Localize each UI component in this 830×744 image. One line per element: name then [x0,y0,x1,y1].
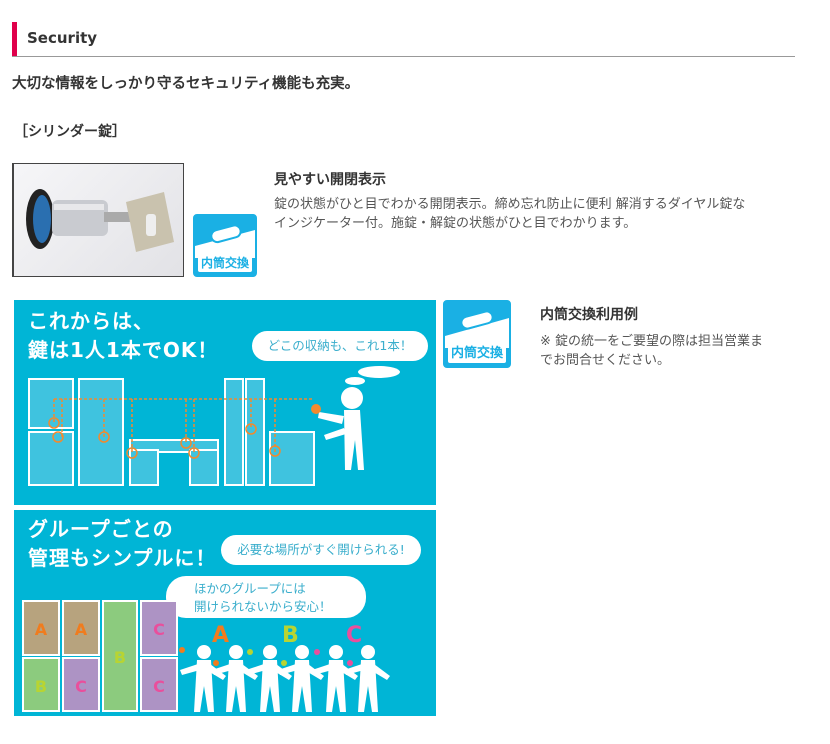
illustration-one-key: これからは、 鍵は1人1本でOK！ どこの収納も、これ1本！ [14,300,436,505]
speech-bubble: 必要な場所がすぐ開けられる! [221,535,421,565]
section-accent-bar [12,22,17,56]
speech-bubble: どこの収納も、これ1本！ [252,331,428,361]
title-line: これからは、 [28,309,154,333]
speech-bubble: ほかのグループには 開けられないから安心！ [166,576,366,618]
section-title: Security [27,29,98,47]
bubble-line: 開けられないから安心！ [194,599,332,614]
cabinet-group-a: A [22,600,60,656]
illustration1-title: これからは、 鍵は1人1本でOK！ [28,307,218,365]
cabinet-group-c: C [140,657,178,712]
office-furniture-scene [28,366,400,486]
cabinet-group-c: C [140,600,178,656]
cylinder-icon [445,302,509,348]
feature1-line: 錠の状態がひと目でわかる開閉表示。締め忘れ防止に便利 解消するダイヤル錠な [274,197,746,212]
cylinder-lock-photo [12,163,184,277]
title-line: グループごとの [28,517,174,541]
cabinet-group-b: B [102,600,138,712]
group-label-a: A [212,623,230,648]
cabinet-group-c: C [62,657,100,712]
badge-label: 内筒交換 [448,344,506,363]
title-line: 鍵は1人1本でOK！ [28,338,219,362]
cylinder-icon [195,216,255,258]
feature2-title: 内筒交換利用例 [540,307,638,323]
feature2-description: ※ 錠の統一をご要望の際は担当営業ま でお問合せください。 [540,332,800,370]
feature1-line: インジケーター付。施錠・解錠の状態がひと目でわかります。 [274,216,637,231]
person-figure [318,387,364,470]
feature1-title: 見やすい開閉表示 [274,172,386,188]
lead-text: 大切な情報をしっかり守るセキュリティ機能も充実。 [12,76,360,92]
title-line: 管理もシンプルに！ [28,546,217,570]
key-icon [311,404,321,414]
subheading: ［シリンダー錠］ [14,124,126,140]
feature2-line: でお問合せください。 [540,353,671,368]
feature2-line: ※ 錠の統一をご要望の際は担当営業ま [540,334,764,349]
badge-label: 内筒交換 [198,254,252,272]
cabinet-group-a: A [62,600,100,656]
inner-cylinder-badge: 内筒交換 [193,214,257,277]
inner-cylinder-badge: 内筒交換 [443,300,511,368]
feature1-description: 錠の状態がひと目でわかる開閉表示。締め忘れ防止に便利 解消するダイヤル錠な イン… [274,195,804,233]
illustration-group-management: グループごとの 管理もシンプルに！ 必要な場所がすぐ開けられる! ほかのグループ… [14,510,436,716]
group-label-b: B [282,623,299,648]
bubble-line: ほかのグループには [194,581,306,596]
illustration2-title: グループごとの 管理もシンプルに！ [28,515,216,573]
group-people [179,645,390,712]
group-label-c: C [346,623,363,648]
cabinet-group-b: B [22,657,60,712]
section-divider [12,56,795,57]
